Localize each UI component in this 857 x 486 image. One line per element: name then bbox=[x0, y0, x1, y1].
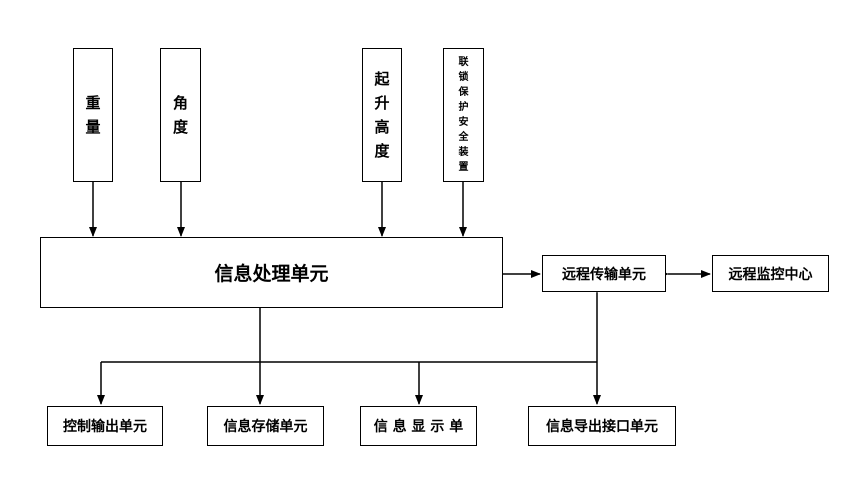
interlock-char-4: 护 bbox=[458, 102, 469, 113]
info-processing-unit-box: 信息处理单元 bbox=[40, 237, 503, 308]
info-storage-unit-box: 信息存储单元 bbox=[207, 406, 324, 446]
control-output-unit-label: 控制输出单元 bbox=[63, 419, 147, 435]
angle-sensor-box: 角 度 bbox=[160, 48, 201, 182]
lift-height-char-1: 起 bbox=[374, 70, 390, 88]
info-display-unit-box: 信 息 显 示 单 bbox=[360, 406, 477, 446]
interlock-char-3: 保 bbox=[458, 87, 469, 98]
remote-monitoring-center-label: 远程监控中心 bbox=[728, 266, 813, 283]
interlock-char-2: 锁 bbox=[458, 72, 469, 83]
info-display-unit-label: 信 息 显 示 单 bbox=[373, 419, 464, 435]
remote-monitoring-center-box: 远程监控中心 bbox=[712, 255, 829, 292]
interlock-char-5: 安 bbox=[458, 117, 469, 128]
control-output-unit-box: 控制输出单元 bbox=[47, 406, 163, 446]
info-processing-unit-label: 信息处理单元 bbox=[214, 263, 329, 285]
angle-char-1: 角 bbox=[172, 94, 188, 112]
angle-char-2: 度 bbox=[172, 118, 188, 136]
weight-sensor-box: 重 量 bbox=[73, 48, 113, 182]
lift-height-char-4: 度 bbox=[374, 142, 390, 160]
interlock-char-6: 全 bbox=[458, 132, 469, 143]
interlock-char-8: 置 bbox=[458, 162, 469, 173]
interlock-char-1: 联 bbox=[458, 57, 469, 68]
info-export-interface-unit-box: 信息导出接口单元 bbox=[528, 406, 676, 446]
lift-height-sensor-box: 起 升 高 度 bbox=[362, 48, 402, 182]
remote-transmission-unit-box: 远程传输单元 bbox=[542, 255, 666, 292]
weight-char-1: 重 bbox=[85, 94, 101, 112]
weight-char-2: 量 bbox=[85, 118, 101, 136]
info-export-interface-unit-label: 信息导出接口单元 bbox=[546, 419, 658, 435]
interlock-device-box: 联 锁 保 护 安 全 装 置 bbox=[443, 48, 484, 182]
info-storage-unit-label: 信息存储单元 bbox=[223, 419, 308, 435]
remote-transmission-unit-label: 远程传输单元 bbox=[562, 266, 646, 283]
lift-height-char-2: 升 bbox=[374, 94, 390, 112]
lift-height-char-3: 高 bbox=[374, 118, 390, 136]
interlock-char-7: 装 bbox=[458, 147, 469, 158]
